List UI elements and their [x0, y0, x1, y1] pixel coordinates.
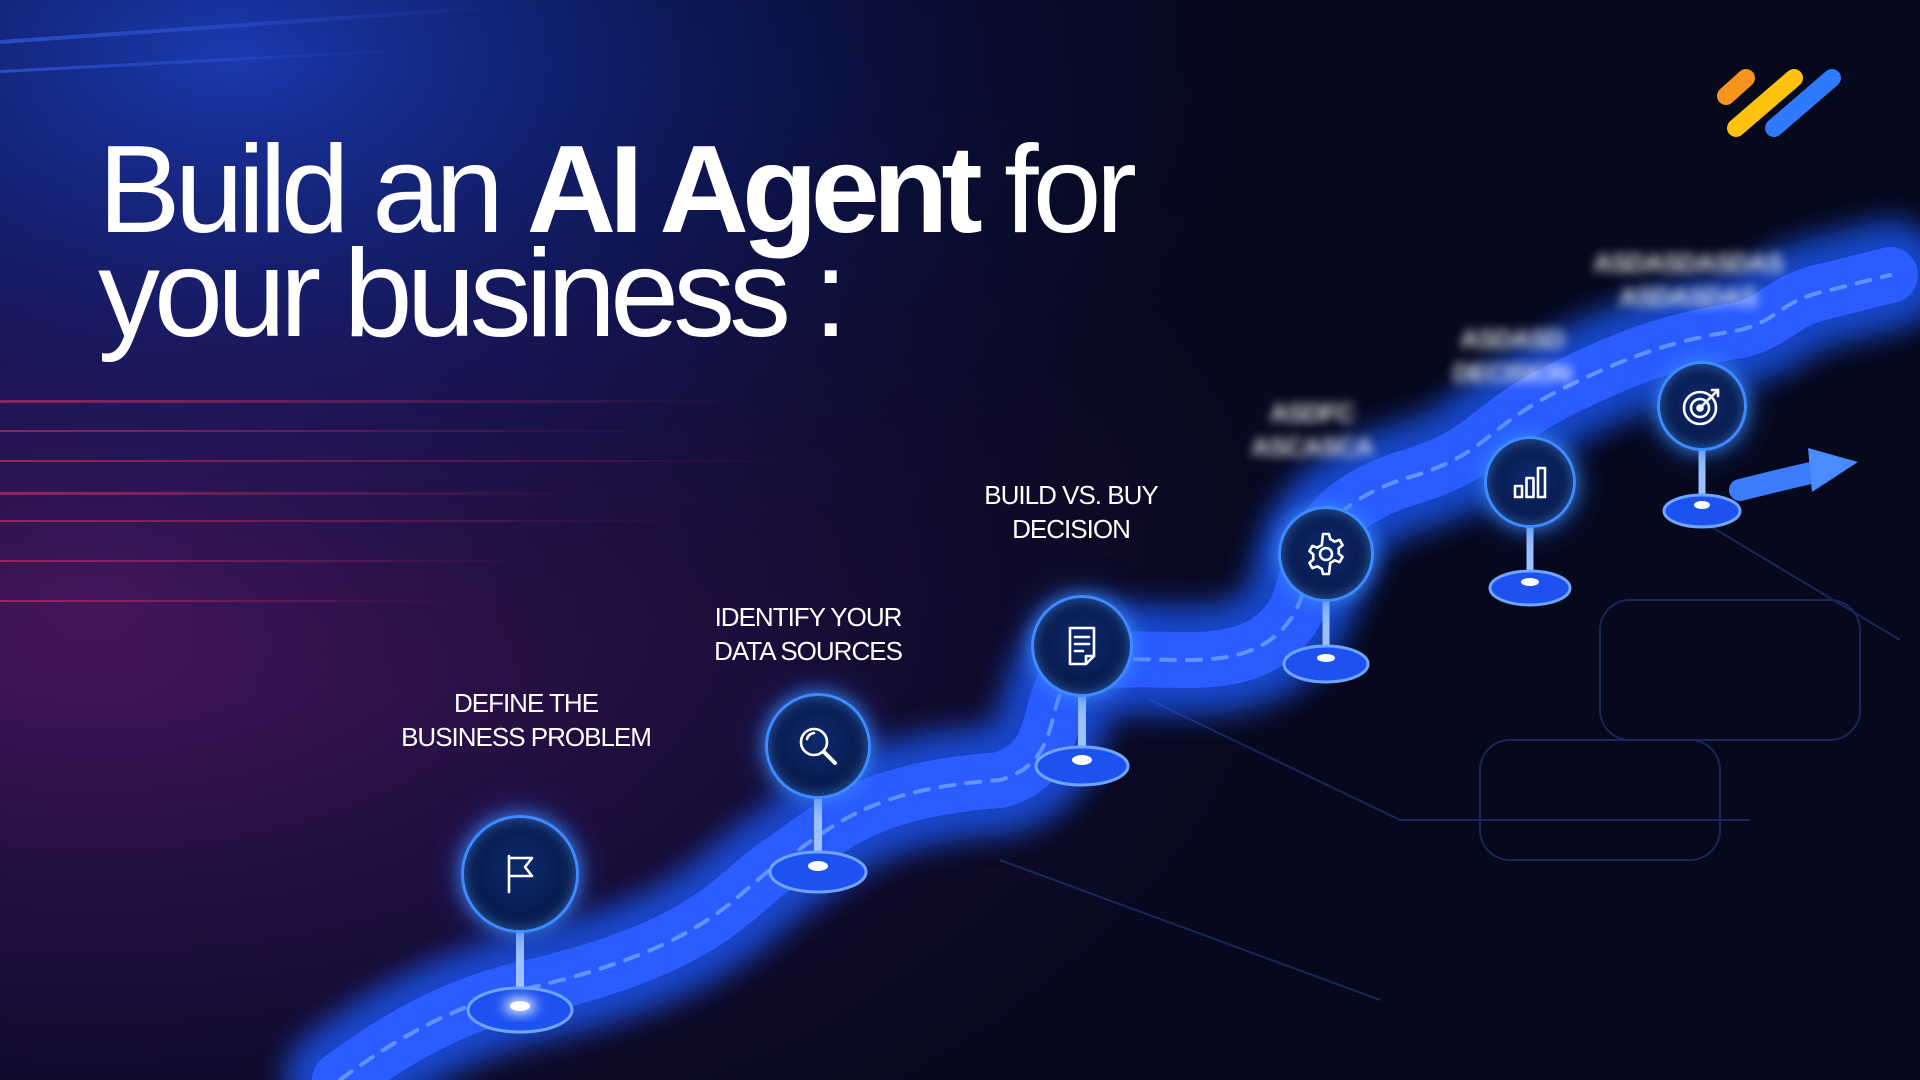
- step-pin-4: [1278, 506, 1374, 602]
- headline: Build an AI Agent for your business :: [98, 128, 1137, 363]
- headline-bold: AI Agent: [526, 121, 983, 259]
- step-pin-2: [765, 693, 871, 799]
- step-label-5: ASDASD DECISION: [1453, 324, 1572, 388]
- brand-logo: [1717, 69, 1841, 137]
- target-icon: [1682, 388, 1720, 426]
- headline-line-2: your business :: [98, 225, 848, 363]
- flag-icon: [507, 854, 534, 894]
- headline-line-1: Build an AI Agent for: [98, 128, 1137, 252]
- headline-regular: Build an: [98, 121, 504, 259]
- step-label-2: IDENTIFY YOUR DATA SOURCES: [714, 602, 903, 666]
- light-streaks: [0, 3, 820, 602]
- step-label-4: ASDFC ASCASCA: [1251, 398, 1374, 462]
- document-icon: [1068, 626, 1096, 666]
- search-icon: [799, 727, 837, 765]
- gear-icon: [1308, 532, 1344, 576]
- headline-end: for: [1004, 121, 1137, 259]
- circuit-outlines: [999, 519, 1901, 1001]
- step-pin-5: [1484, 436, 1576, 528]
- bar-chart-icon: [1513, 466, 1547, 499]
- step-label-6: ASDASDASDAS ASDASDAS: [1593, 248, 1784, 312]
- step-label-1: DEFINE THE BUSINESS PROBLEM: [401, 688, 652, 752]
- step-pin-3: [1031, 595, 1133, 697]
- step-pin-1: [461, 815, 579, 933]
- step-pin-6: [1657, 361, 1747, 451]
- road-arrow-head: [1729, 448, 1858, 501]
- step-label-3: BUILD VS. BUY DECISION: [984, 480, 1158, 544]
- pin-bases: [466, 450, 1742, 1034]
